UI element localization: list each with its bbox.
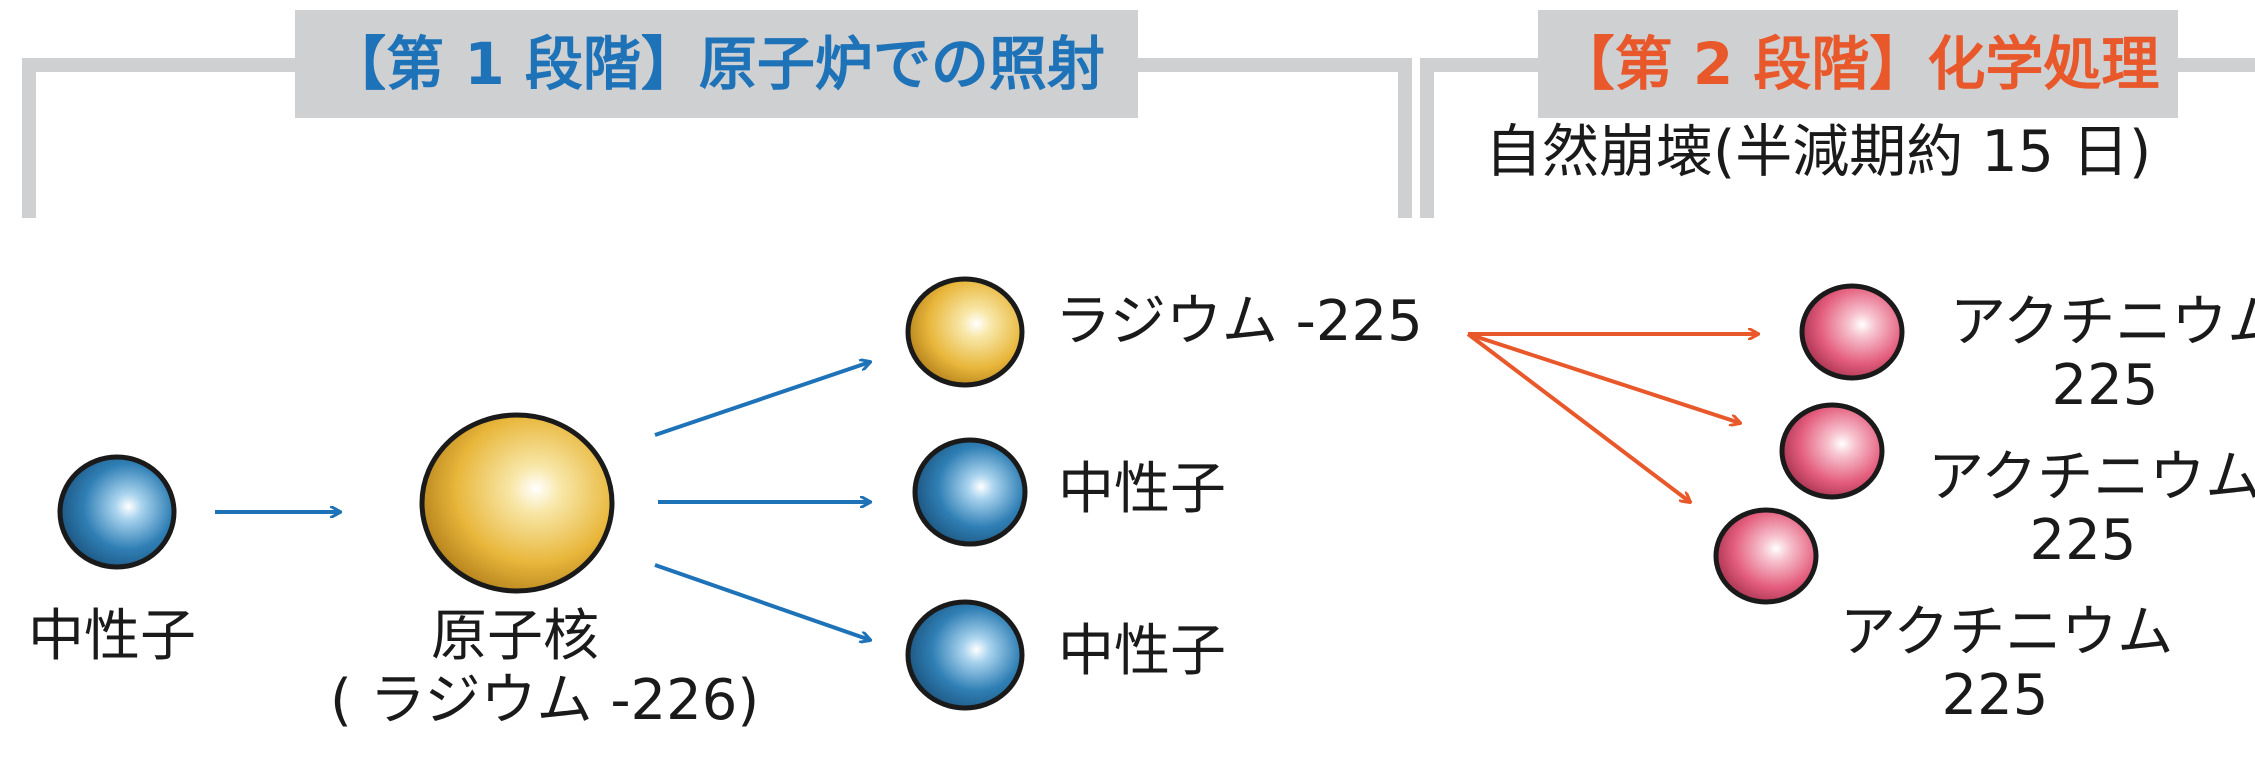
stage1-title: 【第 1 段階】原子炉での照射: [295, 10, 1138, 118]
arrow-decay-3: [1466, 332, 1690, 502]
label-nucleus: 原子核 ( ラジウム -226): [330, 604, 760, 734]
decay-label: 自然崩壊(半減期約 15 日): [1485, 119, 2152, 185]
label-nucleus-isotope: ( ラジウム -226): [330, 668, 760, 734]
actinium-name: アクチニウム: [1928, 445, 2255, 510]
actinium-number: 225: [1941, 662, 2049, 728]
label-actinium-225-2: アクチニウム 225: [1928, 445, 2255, 573]
actinium-225-particle-2: [1779, 402, 1885, 500]
arrow-decay-2: [1467, 332, 1740, 423]
label-actinium-225-3: アクチニウム 225: [1840, 600, 2174, 728]
label-nucleus-name: 原子核: [431, 604, 599, 669]
actinium-225-particle-3: [1713, 507, 1819, 605]
actinium-225-particle-1: [1799, 283, 1905, 381]
radium-225-particle: [905, 276, 1025, 388]
arrow-to-radium-225: [654, 362, 870, 437]
actinium-name: アクチニウム: [1840, 600, 2174, 665]
label-neutron-outgoing-1: 中性子: [1058, 457, 1226, 522]
actinium-number: 225: [2051, 352, 2159, 418]
neutron-outgoing-1: [912, 437, 1028, 547]
label-neutron-incoming: 中性子: [28, 604, 196, 669]
actinium-number: 225: [2029, 507, 2137, 573]
stage2-title: 【第 2 段階】化学処理: [1538, 10, 2178, 118]
label-actinium-225-1: アクチニウム 225: [1950, 290, 2255, 418]
arrow-to-neutron-2: [654, 563, 870, 640]
label-radium-225: ラジウム -225: [1055, 289, 1423, 354]
neutron-outgoing-2: [905, 599, 1025, 711]
label-neutron-outgoing-2: 中性子: [1058, 619, 1226, 684]
nucleus-radium-226: [419, 412, 615, 594]
neutron-incoming: [57, 454, 177, 570]
actinium-name: アクチニウム: [1950, 290, 2255, 355]
